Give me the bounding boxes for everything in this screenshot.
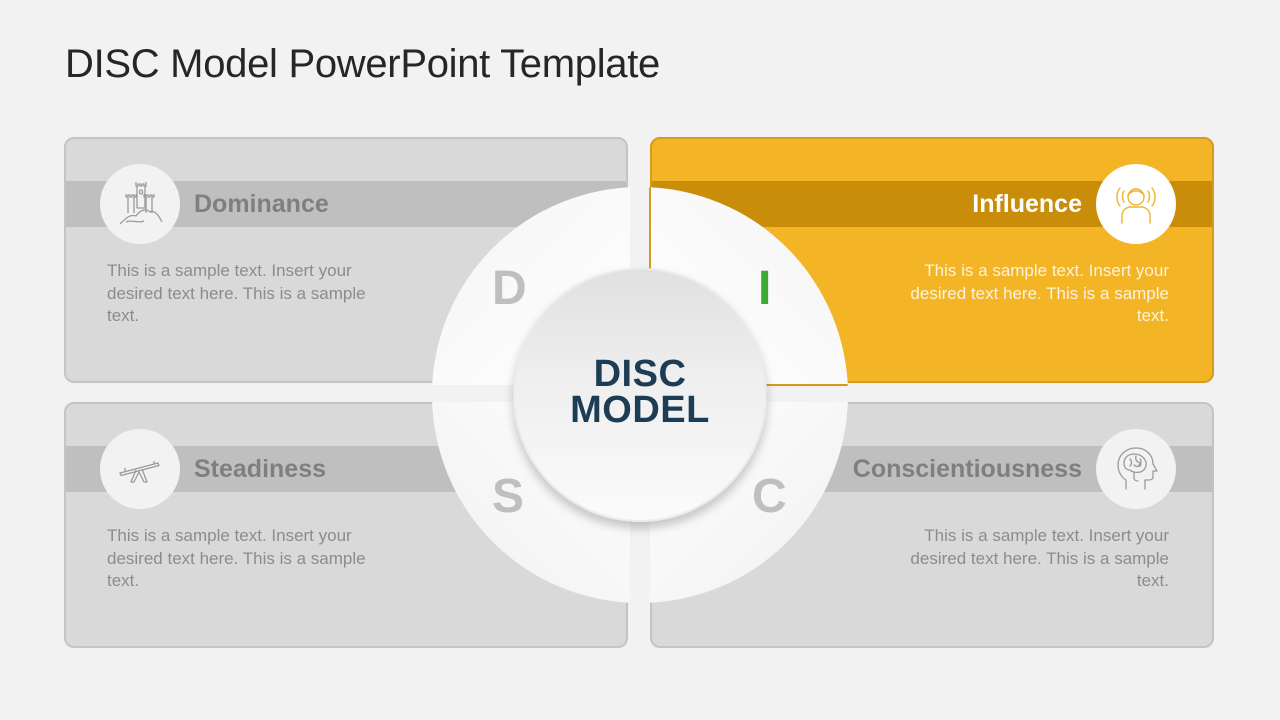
dominance-icon-circle bbox=[100, 164, 180, 244]
dominance-description: This is a sample text. Insert your desir… bbox=[107, 261, 366, 325]
slide-title: DISC Model PowerPoint Template bbox=[65, 42, 660, 86]
influence-icon-circle bbox=[1096, 164, 1176, 244]
seesaw-icon bbox=[119, 461, 160, 483]
letter-d: D bbox=[492, 262, 527, 315]
letter-c: C bbox=[752, 470, 787, 523]
steadiness-label: Steadiness bbox=[194, 455, 327, 483]
influence-label: Influence bbox=[972, 190, 1082, 218]
castle-icon bbox=[119, 182, 163, 225]
center-line-1: DISC bbox=[593, 353, 687, 395]
steadiness-description: This is a sample text. Insert your desir… bbox=[107, 526, 366, 590]
disc-model-center: DISC MODEL bbox=[513, 268, 767, 522]
conscientiousness-icon-circle bbox=[1096, 429, 1176, 509]
influence-description: This is a sample text. Insert your desir… bbox=[910, 261, 1169, 325]
conscientiousness-description: This is a sample text. Insert your desir… bbox=[910, 526, 1169, 590]
dominance-label: Dominance bbox=[194, 190, 329, 218]
conscientiousness-label: Conscientiousness bbox=[852, 455, 1082, 483]
letter-s: S bbox=[492, 470, 525, 523]
letter-i: I bbox=[758, 262, 772, 315]
center-line-2: MODEL bbox=[570, 389, 710, 431]
brain-head-icon bbox=[1117, 447, 1158, 490]
speaking-person-icon bbox=[1116, 187, 1156, 224]
steadiness-icon-circle bbox=[100, 429, 180, 509]
